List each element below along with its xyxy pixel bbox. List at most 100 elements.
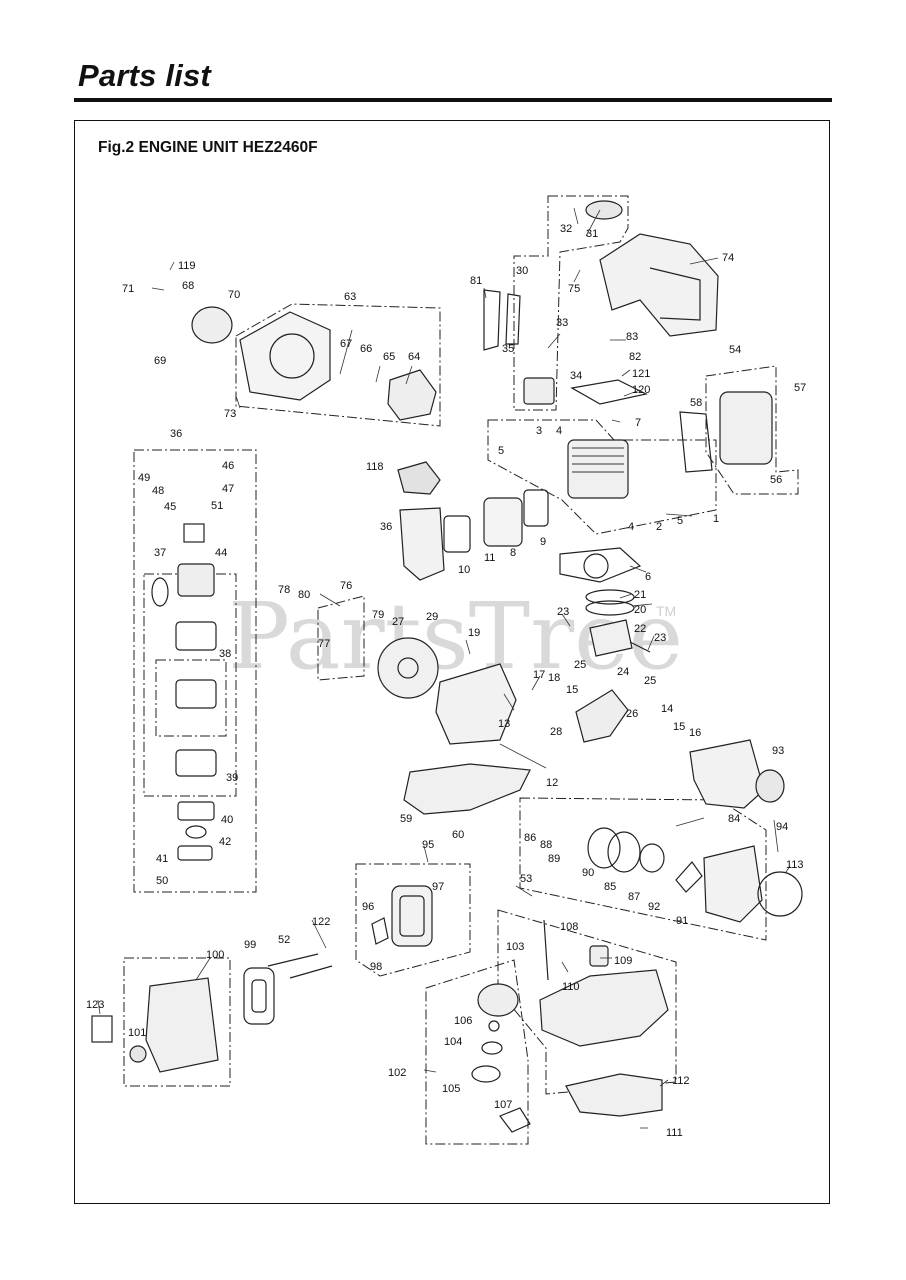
callout-120: 120 <box>632 384 650 396</box>
callout-71: 71 <box>122 283 134 295</box>
callout-32: 32 <box>560 223 572 235</box>
ignition-coil <box>523 377 555 405</box>
label-123 <box>91 1015 113 1043</box>
callout-27: 27 <box>392 616 404 628</box>
callout-8: 8 <box>510 547 516 559</box>
carburetor-36 <box>399 507 445 581</box>
callout-121: 121 <box>632 368 650 380</box>
callout-56: 56 <box>770 474 782 486</box>
callout-23a: 23 <box>557 606 569 618</box>
bolt-52b <box>289 965 333 979</box>
watermark-trademark: TM <box>656 603 676 619</box>
housing-63-bore <box>269 333 315 379</box>
callout-57: 57 <box>794 382 806 394</box>
callout-25b: 25 <box>644 675 656 687</box>
callout-73: 73 <box>224 408 236 420</box>
fan-cover-59 <box>403 763 531 815</box>
callout-44: 44 <box>215 547 227 559</box>
callout-20: 20 <box>634 604 646 616</box>
group-outline-102 <box>425 959 529 1145</box>
callout-16: 16 <box>689 727 701 739</box>
callout-76: 76 <box>340 580 352 592</box>
callout-33: 33 <box>556 317 568 329</box>
group-outline-fuel-tank <box>497 909 677 1095</box>
callout-47: 47 <box>222 483 234 495</box>
callout-65: 65 <box>383 351 395 363</box>
plate-120 <box>570 379 648 405</box>
callout-64: 64 <box>408 351 420 363</box>
callout-100: 100 <box>206 949 224 961</box>
reel-85 <box>607 831 641 873</box>
figure-title: Fig.2 ENGINE UNIT HEZ2460F <box>98 139 318 156</box>
callout-49: 49 <box>138 472 150 484</box>
crankshaft-26 <box>575 689 629 743</box>
piston <box>589 619 633 657</box>
bracket-81b <box>505 293 521 345</box>
callout-83: 83 <box>626 331 638 343</box>
callout-105: 105 <box>442 1083 460 1095</box>
group-outline-84 <box>519 797 767 941</box>
part-sketches <box>91 200 803 1133</box>
filter-cover-100 <box>145 977 219 1073</box>
callout-108: 108 <box>560 921 578 933</box>
callout-81: 81 <box>470 275 482 287</box>
callout-59: 59 <box>400 813 412 825</box>
flywheel-29 <box>377 637 439 699</box>
callout-60: 60 <box>452 829 464 841</box>
callout-119: 119 <box>178 260 196 272</box>
callout-6: 6 <box>645 571 651 583</box>
callout-29: 29 <box>426 611 438 623</box>
callout-79: 79 <box>372 609 384 621</box>
gasket-37 <box>151 577 169 607</box>
group-outline-36 <box>133 449 257 893</box>
cylinder-block <box>567 439 629 499</box>
callout-3: 3 <box>536 425 542 437</box>
title-rule <box>74 98 832 102</box>
callout-98: 98 <box>370 961 382 973</box>
callout-85: 85 <box>604 881 616 893</box>
shroud-58 <box>679 411 713 473</box>
gasket-99-inner <box>251 979 267 1013</box>
callout-50: 50 <box>156 875 168 887</box>
callout-39: 39 <box>226 772 238 784</box>
callout-91: 91 <box>676 915 688 927</box>
callout-80: 80 <box>298 589 310 601</box>
clutch-drum-64 <box>387 369 437 421</box>
gasket-10 <box>443 515 471 553</box>
callout-104: 104 <box>444 1036 462 1048</box>
callout-122: 122 <box>312 916 330 928</box>
callout-17: 17 <box>533 669 545 681</box>
callout-52: 52 <box>278 934 290 946</box>
callout-92: 92 <box>648 901 660 913</box>
callout-12: 12 <box>546 777 558 789</box>
callout-9: 9 <box>540 536 546 548</box>
callout-19: 19 <box>468 627 480 639</box>
callout-22: 22 <box>634 623 646 635</box>
pulley-93 <box>755 769 785 803</box>
gasket-9 <box>523 489 549 527</box>
callout-58: 58 <box>690 397 702 409</box>
callout-14: 14 <box>661 703 673 715</box>
skid-112 <box>565 1073 663 1117</box>
callout-107: 107 <box>494 1099 512 1111</box>
callout-90: 90 <box>582 867 594 879</box>
callout-51: 51 <box>211 500 223 512</box>
callout-23b: 23 <box>654 632 666 644</box>
carb-pump-51 <box>183 523 205 543</box>
diaphragm-39 <box>175 749 217 777</box>
callout-111: 111 <box>666 1127 683 1139</box>
fuel-cap-103 <box>477 983 519 1017</box>
callout-5b: 5 <box>677 515 683 527</box>
gasket-99 <box>243 967 275 1025</box>
callout-69: 69 <box>154 355 166 367</box>
callout-118: 118 <box>366 461 384 473</box>
leader-lines <box>97 207 791 1129</box>
callout-84: 84 <box>728 813 740 825</box>
callout-82: 82 <box>629 351 641 363</box>
carb-body <box>177 563 215 597</box>
diaphragm-38b <box>175 679 217 709</box>
callout-88: 88 <box>540 839 552 851</box>
engine-cover-74 <box>599 233 719 337</box>
callout-96: 96 <box>362 901 374 913</box>
